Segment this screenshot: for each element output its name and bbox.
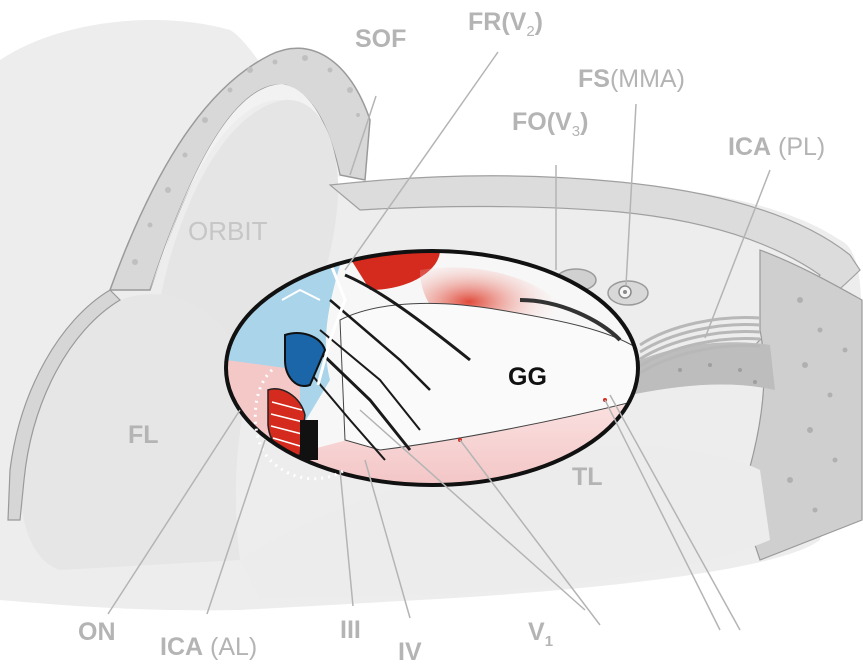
- window-outline: [224, 249, 640, 487]
- label-ica-al: ICA: [160, 633, 203, 661]
- label-ica-pl-detail: (PL): [771, 133, 825, 161]
- temporal-ridge: [630, 342, 775, 395]
- label-fr: FR(V: [468, 8, 527, 36]
- label-iv: IV: [398, 638, 422, 666]
- leader-ica-al: [206, 439, 266, 615]
- label-orbit: ORBIT: [188, 216, 268, 246]
- cavernous-sinus-window: [224, 249, 640, 487]
- label-fo-close: ): [580, 108, 588, 136]
- svg-text:V1: V1: [528, 618, 553, 650]
- label-v1: V: [528, 618, 545, 646]
- label-fr-sub: 2: [526, 23, 534, 40]
- leader-iv: [364, 459, 411, 619]
- label-fo: FO(V: [512, 108, 572, 136]
- leader-sof: [349, 95, 377, 176]
- label-on: ON: [78, 618, 116, 646]
- label-fs-detail: (MMA): [610, 65, 685, 93]
- label-iii: III: [340, 616, 361, 644]
- leader-iii: [339, 469, 354, 607]
- svg-text:FS(MMA): FS(MMA): [578, 65, 685, 93]
- label-tl: TL: [572, 463, 603, 491]
- svg-text:ICA (AL): ICA (AL): [160, 633, 257, 661]
- label-ica-pl: ICA: [728, 133, 771, 161]
- leader-on: [107, 409, 241, 615]
- frontal-lobe: [7, 289, 250, 570]
- leader-fr: [344, 51, 499, 271]
- labels: SOF FR(V2) FS(MMA) FO(V3) ICA (PL) ORBIT…: [78, 8, 825, 666]
- leader-ica-pl: [704, 169, 771, 339]
- leader-v1-b: [459, 439, 601, 626]
- leader-tl: [604, 399, 721, 631]
- label-fo-sub: 3: [572, 123, 580, 140]
- label-fs: FS: [578, 65, 610, 93]
- ica-anterior-loop: [267, 388, 318, 460]
- label-gg: GG: [508, 363, 547, 391]
- leader-lines: [107, 51, 771, 631]
- svg-text:FR(V2): FR(V2): [468, 8, 543, 40]
- temporal-lobe-area: [240, 446, 770, 598]
- label-fl: FL: [128, 421, 159, 449]
- orbital-roof-bone: [108, 47, 371, 291]
- label-fr-close: ): [535, 8, 543, 36]
- leader-v1: [359, 409, 586, 611]
- ica-posterior-loop: [639, 316, 761, 375]
- svg-text:FO(V3): FO(V3): [512, 108, 588, 140]
- label-ica-al-detail: (AL): [203, 633, 257, 661]
- leader-tl-b: [609, 394, 741, 631]
- leader-fs: [625, 103, 637, 286]
- label-sof: SOF: [355, 25, 406, 53]
- svg-text:SOF: SOF: [355, 25, 406, 53]
- label-v1-sub: 1: [545, 633, 553, 650]
- svg-text:ICA (PL): ICA (PL): [728, 133, 825, 161]
